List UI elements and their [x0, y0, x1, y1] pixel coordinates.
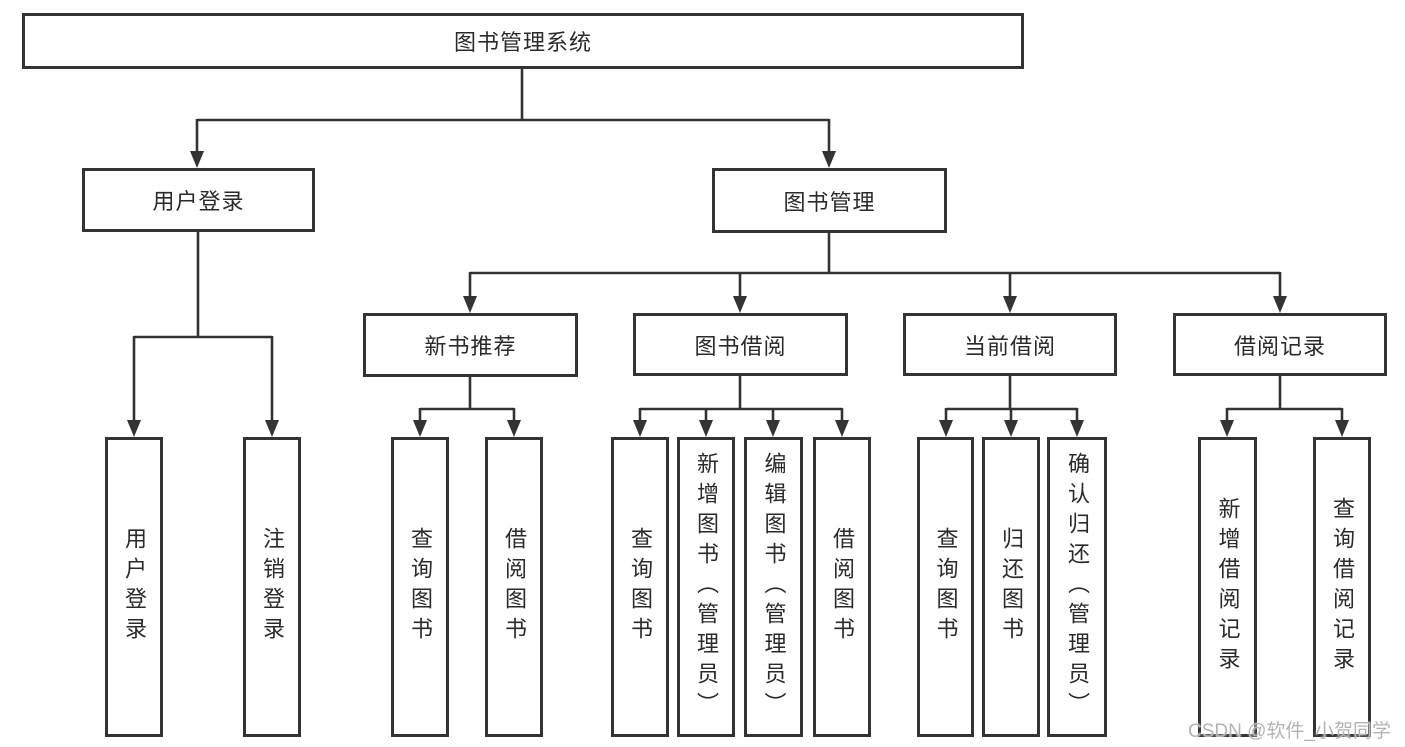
leaf-add-borrow-record: 新增借阅记录: [1198, 437, 1257, 737]
leaf-label: 查询图书: [408, 527, 433, 647]
node-borrowing-records: 借阅记录: [1173, 313, 1387, 376]
leaf-query-books-current: 查询图书: [917, 437, 974, 737]
node-book-management: 图书管理: [712, 168, 947, 233]
csdn-watermark: CSDN @软件_小贺同学: [1188, 721, 1391, 742]
node-label: 借阅记录: [1233, 333, 1326, 359]
node-label: 用户登录: [152, 189, 245, 214]
leaf-label: 编辑图书（管理员）: [761, 452, 787, 722]
node-new-book-recommend: 新书推荐: [363, 313, 578, 377]
leaf-add-books-admin: 新增图书（管理员）: [677, 437, 735, 737]
leaf-label: 确认归还（管理员）: [1065, 452, 1090, 722]
leaf-label: 查询借阅记录: [1330, 497, 1355, 677]
leaf-return-books: 归还图书: [982, 437, 1040, 737]
leaf-label: 新增图书（管理员）: [694, 452, 719, 722]
node-user-login: 用户登录: [82, 168, 315, 232]
leaf-logout: 注销登录: [243, 437, 301, 737]
leaf-label: 查询图书: [628, 527, 653, 647]
leaf-user-login: 用户登录: [105, 437, 163, 737]
node-library-management-system: 图书管理系统: [22, 13, 1024, 69]
leaf-label: 查询图书: [933, 527, 959, 647]
node-current-borrowing: 当前借阅: [903, 313, 1117, 376]
leaf-label: 借阅图书: [830, 527, 855, 647]
leaf-borrow-books-recommend: 借阅图书: [485, 437, 543, 737]
leaf-borrow-books-borrowing: 借阅图书: [813, 437, 871, 737]
node-label: 当前借阅: [963, 333, 1056, 359]
leaf-label: 新增借阅记录: [1215, 497, 1241, 677]
node-label: 图书借阅: [694, 333, 787, 359]
leaf-confirm-return-admin: 确认归还（管理员）: [1047, 437, 1107, 737]
leaf-query-books-borrowing: 查询图书: [611, 437, 669, 737]
leaf-label: 用户登录: [122, 527, 147, 647]
node-label: 图书管理: [783, 189, 876, 215]
node-label: 新书推荐: [424, 334, 517, 359]
leaf-query-books-recommend: 查询图书: [391, 437, 449, 737]
arrowheads: [127, 151, 1349, 437]
leaf-label: 注销登录: [260, 527, 285, 647]
leaf-query-borrow-record: 查询借阅记录: [1313, 437, 1371, 737]
node-label: 图书管理系统: [453, 30, 592, 55]
node-book-borrowing: 图书借阅: [633, 313, 848, 376]
leaf-edit-books-admin: 编辑图书（管理员）: [744, 437, 803, 737]
leaf-label: 借阅图书: [502, 527, 527, 647]
leaf-label: 归还图书: [999, 527, 1024, 647]
